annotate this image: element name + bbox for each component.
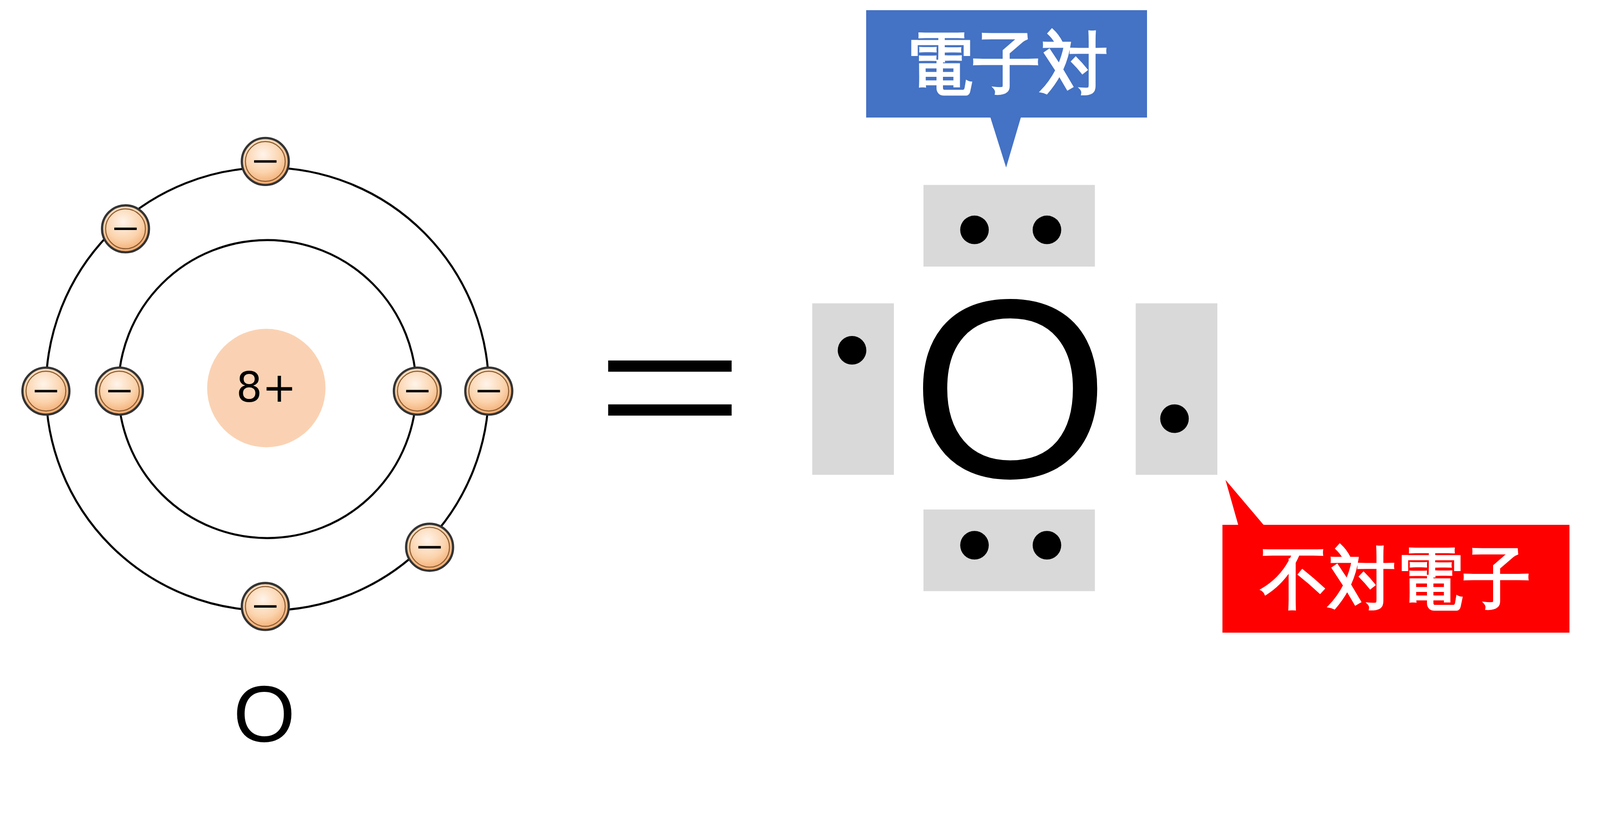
node-text: 電子対 xyxy=(905,30,1109,98)
equals-sign xyxy=(607,360,732,416)
callout-box: 不対電子 xyxy=(1222,524,1570,633)
node-text: 8+ xyxy=(236,367,297,409)
electron-dots xyxy=(837,215,1190,560)
node-text: 不対電子 xyxy=(1260,545,1532,613)
electrons xyxy=(22,137,513,630)
inner-orbit xyxy=(118,240,417,539)
lewis-symbol: O xyxy=(911,261,1110,517)
callout-pointer xyxy=(1225,479,1266,527)
callout-box: 電子対 xyxy=(866,10,1147,118)
electron-boxes xyxy=(812,185,1218,592)
nucleus-charge: 8+ xyxy=(207,328,326,447)
nucleus xyxy=(207,328,326,448)
callout-pointer xyxy=(989,115,1022,168)
element-symbol: O xyxy=(233,673,296,754)
outer-orbit xyxy=(45,167,489,611)
